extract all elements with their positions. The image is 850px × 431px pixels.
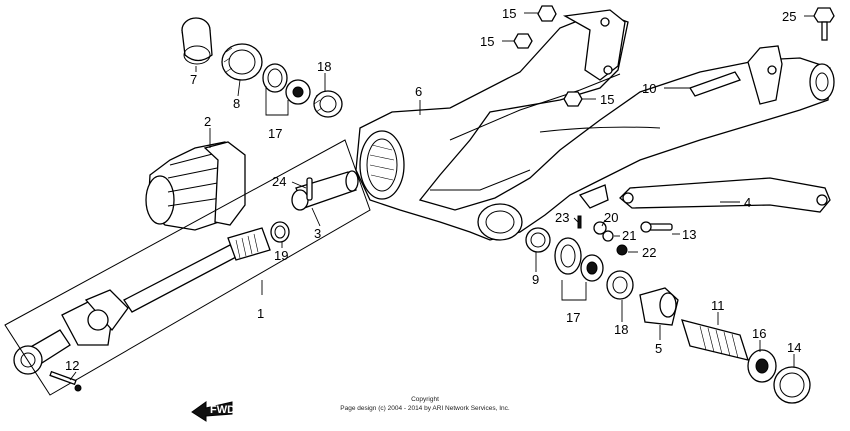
leader-24 [291, 181, 307, 189]
callout-21: 21 [622, 228, 636, 243]
leader-3 [311, 207, 321, 227]
drive-shaft [13, 227, 271, 375]
leader-17 [265, 86, 289, 116]
bolt-25 [813, 7, 835, 41]
callout-18-upper: 18 [317, 59, 331, 74]
nut-15-b [513, 33, 533, 49]
callout-19: 19 [274, 248, 288, 263]
callout-4: 4 [744, 195, 751, 210]
callout-5: 5 [655, 341, 662, 356]
callout-24: 24 [272, 174, 286, 189]
leader-20 [601, 219, 606, 227]
callout-20: 20 [604, 210, 618, 225]
callout-13: 13 [682, 227, 696, 242]
boot [145, 141, 246, 231]
leader-12 [69, 371, 77, 381]
copyright-line-2: Page design (c) 2004 - 2014 by ARI Netwo… [340, 405, 510, 412]
bearing-17-upper [285, 79, 311, 105]
callout-2: 2 [204, 114, 211, 129]
ring-17-lower [554, 237, 582, 275]
callout-18-lower: 18 [614, 322, 628, 337]
nut-16 [747, 349, 777, 383]
ring-17-upper [262, 63, 288, 93]
shaft-frame [4, 139, 371, 396]
callout-15-b: 15 [480, 34, 494, 49]
bolt-13 [640, 221, 673, 233]
washer-21 [602, 230, 614, 242]
nut-22 [616, 244, 628, 256]
label-plate-10 [689, 71, 741, 97]
nut-15-a [537, 5, 557, 22]
callout-17-lower: 17 [566, 310, 580, 325]
callout-15-c: 15 [600, 92, 614, 107]
seal-7 [181, 17, 213, 65]
torque-rod [619, 177, 831, 213]
bearing-17-lower [580, 254, 604, 282]
callout-9: 9 [532, 272, 539, 287]
callout-15-a: 15 [502, 6, 516, 21]
bolt-12 [49, 370, 82, 392]
fwd-label: FWD [210, 404, 235, 416]
ring-19 [270, 221, 290, 243]
callout-10: 10 [642, 81, 656, 96]
swingarm [355, 9, 835, 241]
pin-24 [306, 177, 313, 201]
callout-14: 14 [787, 340, 801, 355]
callout-23: 23 [555, 210, 569, 225]
callout-17-upper: 17 [268, 126, 282, 141]
collar-3 [291, 170, 359, 211]
callout-16: 16 [752, 326, 766, 341]
leader-17b [561, 280, 587, 301]
fwd-arrow-icon [191, 401, 233, 422]
callout-1: 1 [257, 306, 264, 321]
leader-23 [573, 217, 579, 223]
callout-3: 3 [314, 226, 321, 241]
callout-6: 6 [415, 84, 422, 99]
callout-12: 12 [65, 358, 79, 373]
copyright-line-1: Copyright [411, 396, 439, 403]
pivot-collar-5 [639, 287, 679, 326]
leader-8 [237, 79, 241, 97]
callout-8: 8 [233, 96, 240, 111]
cap-14 [773, 366, 811, 404]
ring-9 [525, 227, 551, 253]
pin-23 [577, 215, 582, 229]
callout-25: 25 [782, 9, 796, 24]
pivot-bolt-11 [681, 319, 749, 361]
callout-22: 22 [642, 245, 656, 260]
callout-11: 11 [711, 298, 725, 313]
callout-7: 7 [190, 72, 197, 87]
seal-8 [221, 43, 263, 81]
nut-15-c [563, 91, 583, 107]
bearing-18-lower [606, 270, 634, 300]
fwd-arrow: FWD [191, 401, 235, 422]
bearing-18-upper [313, 90, 343, 118]
